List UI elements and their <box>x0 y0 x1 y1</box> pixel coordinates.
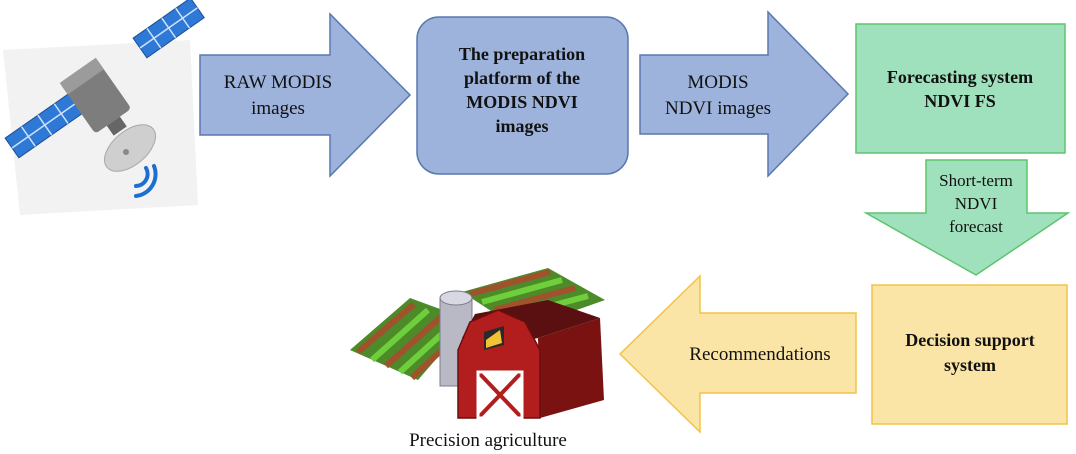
preparation-line1: The preparation <box>459 44 585 64</box>
modis-ndvi-arrow: MODIS NDVI images <box>639 10 850 178</box>
recommendations-label: Recommendations <box>689 344 830 365</box>
recommendations-arrow: Recommendations <box>618 274 857 434</box>
satellite-icon <box>3 0 205 215</box>
forecasting-line2: NDVI FS <box>924 91 996 111</box>
preparation-line3: MODIS NDVI <box>466 92 578 112</box>
modis-ndvi-label-line1: MODIS <box>687 72 748 93</box>
modis-ndvi-label-line2: NDVI images <box>665 98 771 119</box>
short-term-line3: forecast <box>949 217 1003 236</box>
decision-line2: system <box>944 355 996 375</box>
farm-barn-icon <box>350 268 605 420</box>
raw-modis-arrow: RAW MODIS images <box>199 12 412 178</box>
forecasting-line1: Forecasting system <box>887 67 1033 87</box>
preparation-line2: platform of the <box>464 68 580 88</box>
forecasting-system-box: Forecasting system NDVI FS <box>855 23 1066 154</box>
raw-modis-label-line1: RAW MODIS <box>224 72 332 93</box>
farm-caption: Precision agriculture <box>409 430 567 451</box>
short-term-line2: NDVI <box>955 194 998 213</box>
decision-line1: Decision support <box>905 330 1035 350</box>
preparation-line4: images <box>496 116 549 136</box>
raw-modis-label-line2: images <box>251 98 305 119</box>
short-term-line1: Short-term <box>939 171 1013 190</box>
short-term-forecast-arrow: Short-term NDVI forecast <box>863 159 1071 276</box>
decision-support-box: Decision support system <box>871 284 1068 425</box>
preparation-platform-box: The preparation platform of the MODIS ND… <box>416 16 629 175</box>
